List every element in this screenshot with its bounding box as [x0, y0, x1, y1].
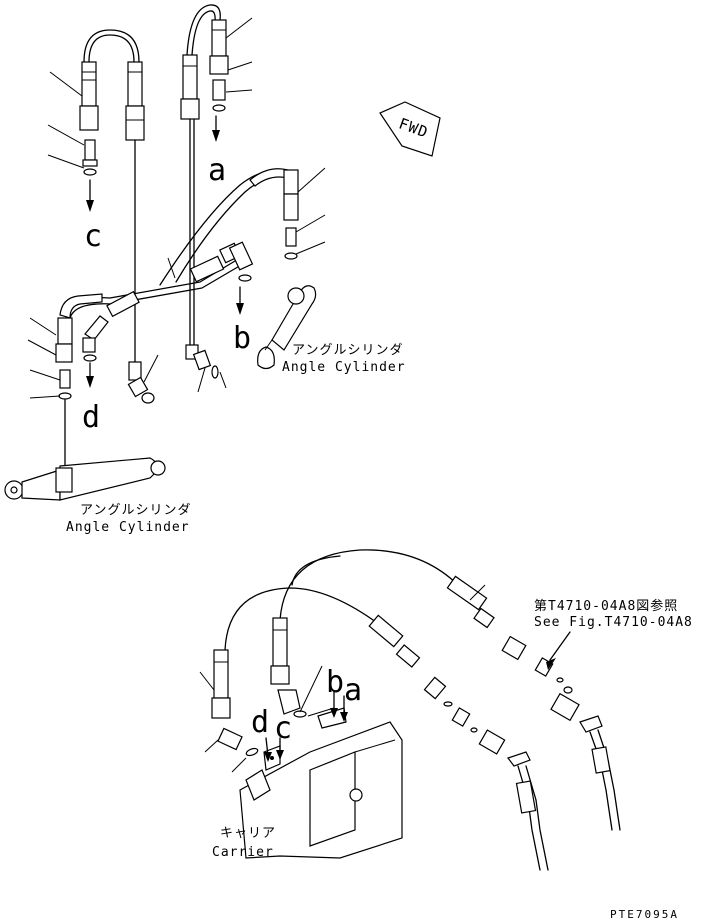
angle-cylinder-right-en: Angle Cylinder [282, 360, 406, 375]
hose-fitting [185, 344, 219, 379]
forward-arrow-icon: FWD [379, 101, 441, 157]
connection-label-b: b [233, 321, 251, 356]
carrier-body [239, 707, 403, 859]
carrier-label-en: Carrier [212, 845, 274, 860]
hose-fitting [125, 61, 145, 141]
upper-hose-assembly [47, 4, 253, 371]
middle-hose-assembly [27, 167, 326, 469]
hose-fitting [446, 575, 621, 831]
angle-cylinder-left-jp: アングルシリンダ [80, 503, 191, 518]
hose-fitting [270, 617, 307, 718]
connection-label-c: c [84, 219, 102, 254]
hose-fitting [180, 54, 200, 120]
figure-code: PTE7095A [610, 908, 679, 921]
hose-fitting [82, 290, 140, 362]
angle-cylinder-left-en: Angle Cylinder [66, 520, 190, 535]
carrier-port-label-d: d [251, 705, 269, 740]
hose-fitting [79, 61, 99, 176]
reference-arrowhead [546, 658, 556, 670]
hose-fitting [55, 293, 103, 400]
carrier-label-jp: キャリア [220, 826, 276, 841]
hose-fitting [189, 241, 254, 283]
carrier-port-label-a: a [344, 673, 362, 708]
connection-label-a: a [208, 153, 226, 188]
connection-label-d: d [82, 400, 100, 435]
carrier-port-label-c: c [274, 711, 292, 746]
carrier-port-label-b: b [326, 665, 344, 700]
reference-note-en: See Fig.T4710-04A8 [534, 615, 693, 630]
reference-note-jp: 第T4710-04A8図参照 [534, 598, 678, 614]
hose-fitting [211, 649, 259, 757]
hose-fitting [209, 19, 229, 112]
lower-hose-assembly [199, 549, 621, 871]
angle-cylinder-left-body [4, 457, 166, 501]
hose-fitting [127, 361, 155, 404]
reference-leader [549, 631, 571, 661]
angle-cylinder-right-jp: アングルシリンダ [292, 343, 403, 358]
hose-fitting [368, 614, 549, 871]
angle-cylinder-right-body [257, 285, 317, 370]
hose-fitting [283, 169, 299, 260]
